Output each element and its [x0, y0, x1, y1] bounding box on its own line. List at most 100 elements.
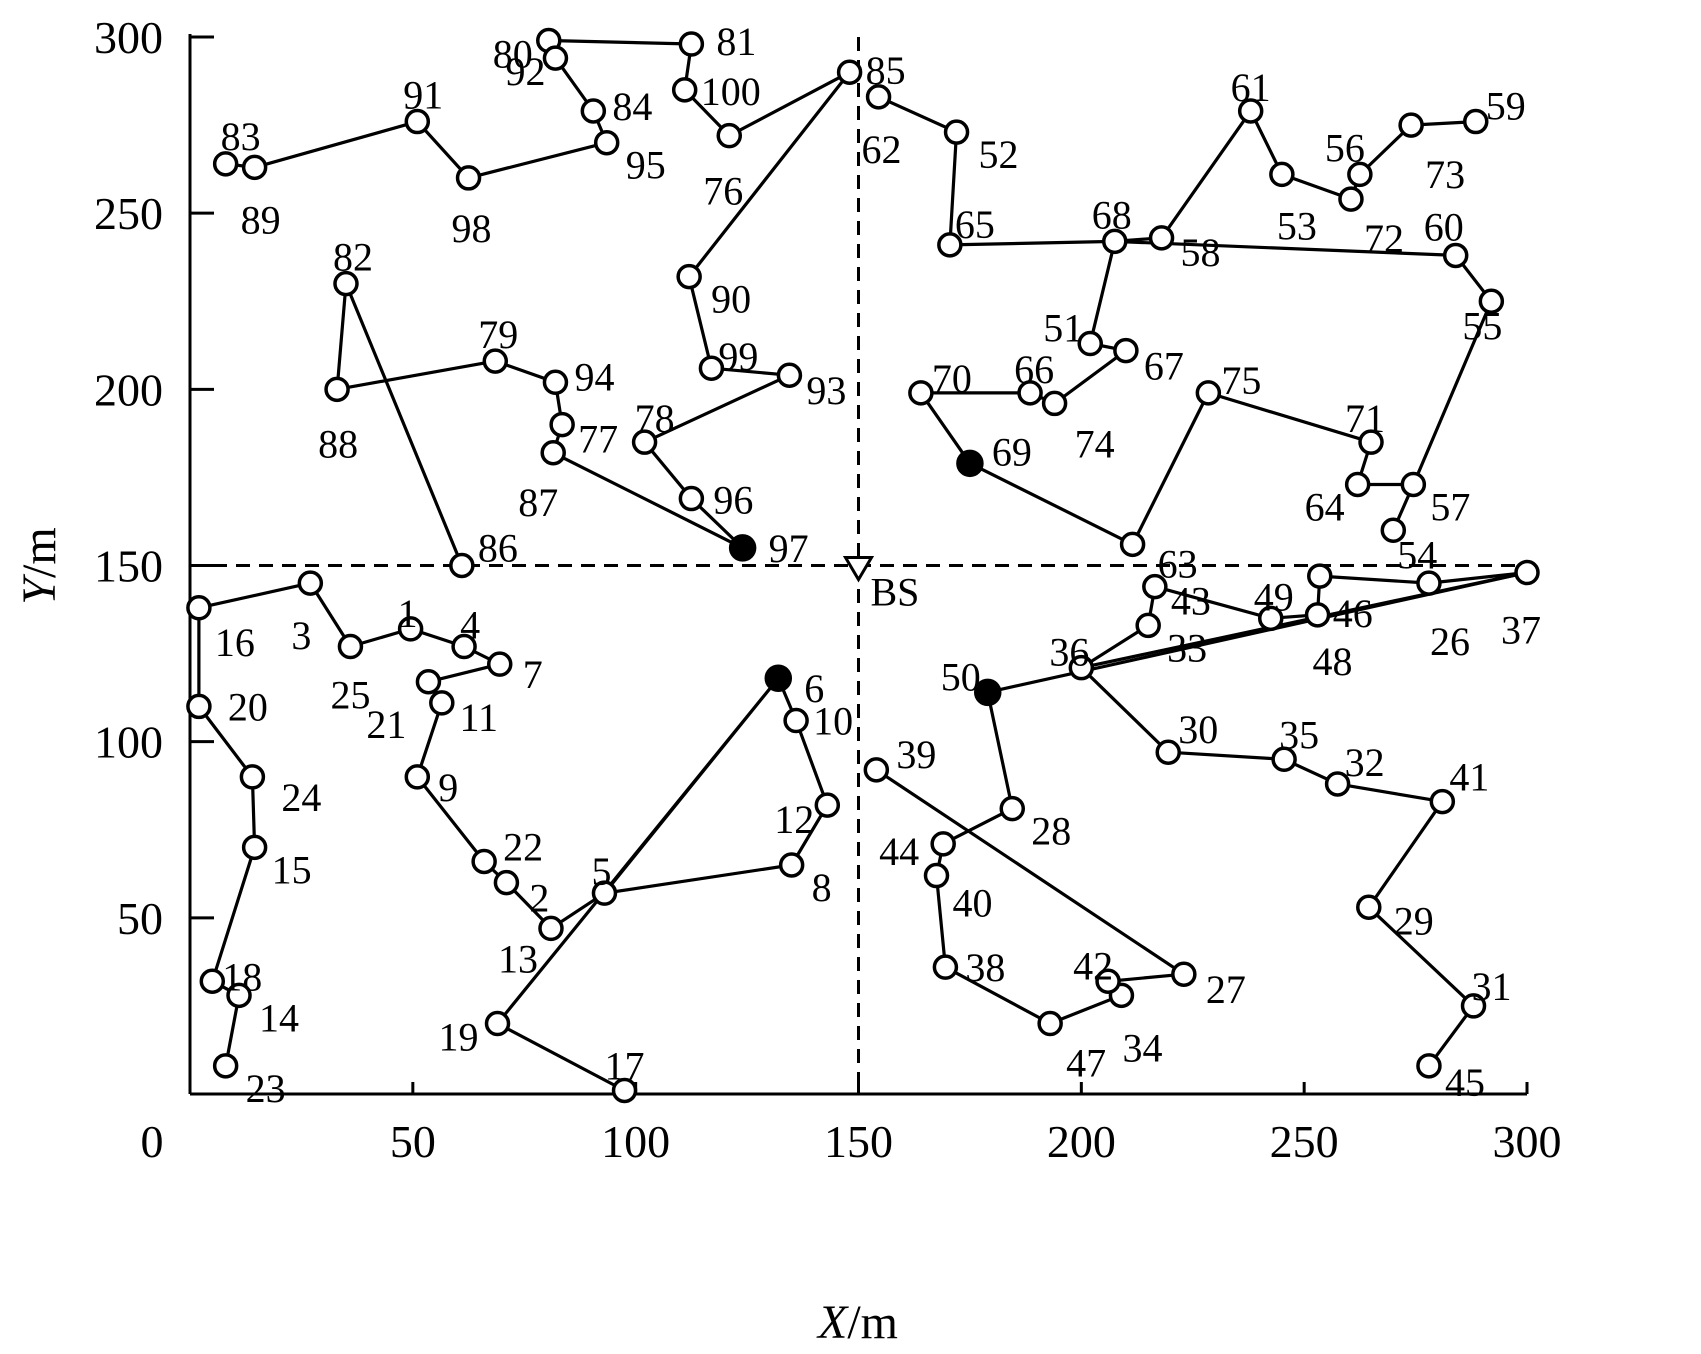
node-label: 25: [330, 673, 370, 718]
sensor-node: [776, 362, 803, 388]
y-tick-label: 150: [94, 541, 163, 592]
node-label: 63: [1158, 541, 1198, 586]
sensor-node: [549, 411, 575, 438]
node-label: 76: [703, 169, 743, 214]
node-label: 99: [718, 334, 758, 379]
node-label: 20: [228, 684, 268, 729]
node-label: 37: [1501, 608, 1541, 653]
sensor-node: [1429, 788, 1456, 815]
sensor-node: [1171, 961, 1197, 987]
node-label: 49: [1254, 574, 1294, 619]
sensor-node: [932, 954, 959, 980]
node-label: 78: [635, 396, 675, 441]
node-label: 39: [896, 732, 936, 777]
y-tick-label: 100: [94, 717, 163, 768]
node-label: 61: [1231, 65, 1271, 110]
sensor-node: [1195, 380, 1222, 406]
sensor-node: [1462, 108, 1489, 135]
sensor-node: [1307, 563, 1333, 589]
node-label: 18: [222, 954, 262, 999]
sensor-node: [337, 633, 364, 660]
node-label: 88: [318, 421, 358, 466]
sensor-node: [542, 369, 569, 396]
sensor-node: [324, 376, 350, 403]
sensor-node: [1400, 471, 1427, 498]
node-label: 51: [1043, 306, 1083, 351]
node-label: 54: [1397, 532, 1437, 577]
x-axis-title: X/m: [816, 1296, 898, 1349]
sensor-node: [698, 355, 725, 381]
node-label: 36: [1049, 630, 1089, 675]
node-label: 47: [1066, 1041, 1106, 1086]
node-label: 11: [460, 695, 499, 740]
route-line: [877, 95, 1115, 247]
node-label: 67: [1144, 344, 1184, 389]
sensor-node: [1514, 559, 1540, 586]
sensor-node: [591, 880, 618, 906]
sensor-node: [186, 693, 212, 720]
base-station-label: BS: [871, 570, 920, 615]
sensor-node: [471, 848, 497, 875]
node-label: 12: [774, 797, 814, 842]
x-tick-label: 100: [601, 1116, 670, 1167]
sensor-node: [1068, 654, 1095, 681]
node-label: 100: [701, 69, 761, 114]
sensor-node: [1269, 161, 1295, 188]
sensor-node: [1347, 161, 1373, 188]
x-tick-label: 150: [824, 1116, 893, 1167]
node-label: 83: [221, 114, 261, 159]
sensor-node: [1041, 390, 1068, 417]
sensor-node: [1119, 531, 1146, 558]
sensor-node: [1380, 517, 1407, 544]
node-label: 55: [1462, 303, 1502, 348]
sensor-node: [540, 440, 566, 466]
node-label: 98: [452, 206, 492, 251]
cluster-head-node: [956, 449, 984, 478]
sensor-node: [1398, 112, 1424, 138]
sensor-node: [1077, 330, 1103, 357]
node-label: 59: [1486, 84, 1526, 129]
node-label: 3: [291, 613, 311, 658]
sensor-node: [836, 59, 863, 85]
node-label: 66: [1014, 347, 1054, 392]
node-label: 4: [460, 603, 480, 648]
node-label: 94: [574, 354, 614, 399]
node-label: 71: [1345, 396, 1385, 441]
node-label: 23: [246, 1066, 286, 1111]
node-label: 28: [1031, 809, 1071, 854]
x-tick-label: 300: [1493, 1116, 1562, 1167]
node-label: 19: [439, 1015, 479, 1060]
node-label: 7: [523, 652, 543, 697]
sensor-node: [580, 98, 607, 124]
node-label: 48: [1313, 639, 1353, 684]
sensor-node: [1037, 1010, 1063, 1037]
sensor-node: [865, 84, 892, 110]
route-line: [987, 570, 1529, 1067]
sensor-node: [1344, 471, 1371, 498]
node-label: 24: [281, 775, 321, 820]
sensor-node: [937, 232, 963, 258]
node-label: 70: [932, 356, 972, 401]
node-label: 89: [241, 197, 281, 242]
sensor-node: [1102, 228, 1128, 255]
sensor-node: [538, 915, 564, 942]
node-label: 9: [438, 765, 458, 810]
sensor-node: [449, 552, 475, 579]
sensor-node: [1442, 242, 1469, 269]
sensor-node: [429, 690, 455, 716]
sensor-node: [671, 77, 698, 103]
y-tick-label: 200: [94, 364, 163, 415]
node-label: 41: [1449, 755, 1489, 800]
node-label: 45: [1445, 1060, 1485, 1105]
sensor-node: [1478, 288, 1505, 314]
sensor-node: [1356, 894, 1382, 921]
sensor-node: [226, 982, 252, 1009]
sensor-node: [943, 119, 970, 145]
base-station: BS: [842, 556, 920, 615]
sensor-node: [778, 852, 805, 878]
node-label: 38: [965, 945, 1005, 990]
node-label: 91: [403, 73, 443, 118]
node-label: 27: [1206, 967, 1246, 1012]
